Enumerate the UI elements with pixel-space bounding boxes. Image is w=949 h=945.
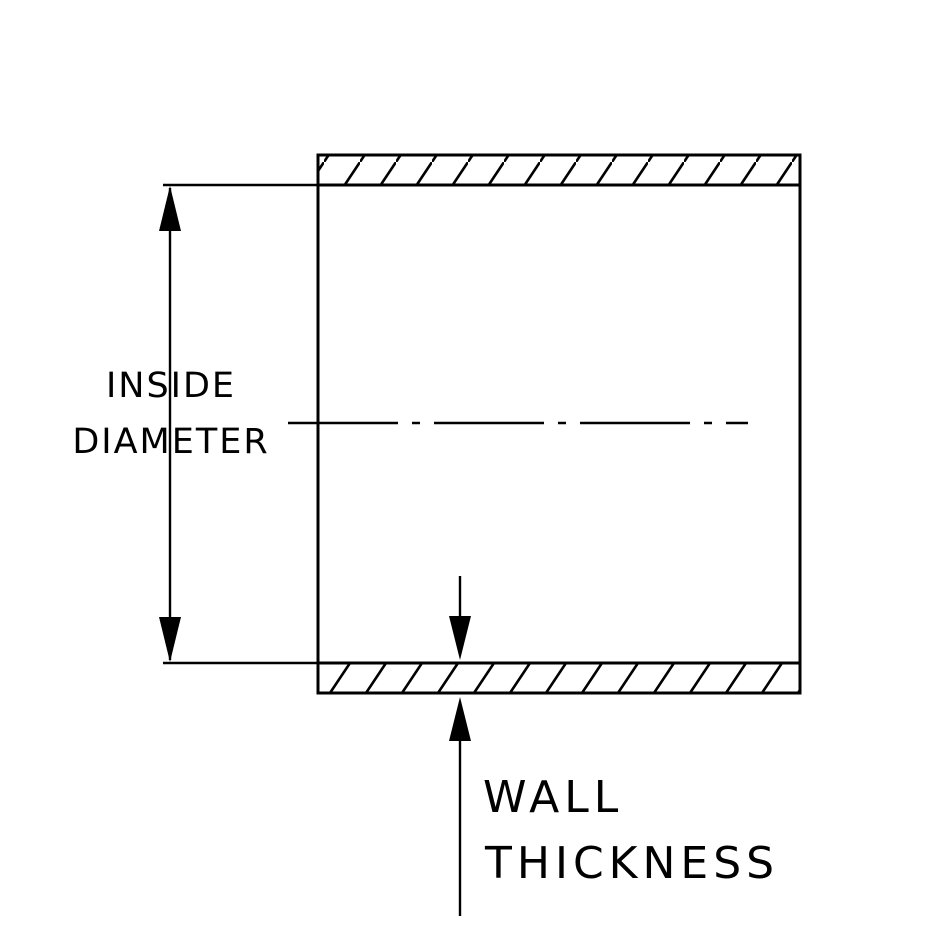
wall-thickness-label-line1: WALL — [483, 772, 623, 823]
bottom-wall-hatched-section — [316, 661, 802, 695]
top-wall-hatched-section — [316, 153, 802, 187]
inside-diameter-label-line2: DIAMETER — [72, 422, 269, 462]
tube-body — [316, 153, 802, 695]
wall-thickness-arrow-down-icon — [449, 616, 471, 660]
wall-thickness-label-line2: THICKNESS — [484, 838, 779, 889]
wall-thickness-dimension: WALL THICKNESS — [449, 576, 779, 916]
inside-diameter-dimension: INSIDE DIAMETER — [72, 183, 318, 665]
dimension-arrow-down-icon — [159, 617, 181, 662]
inside-diameter-label-line1: INSIDE — [106, 366, 236, 406]
wall-thickness-arrow-up-icon — [449, 697, 471, 741]
dimension-arrow-up-icon — [159, 186, 181, 231]
